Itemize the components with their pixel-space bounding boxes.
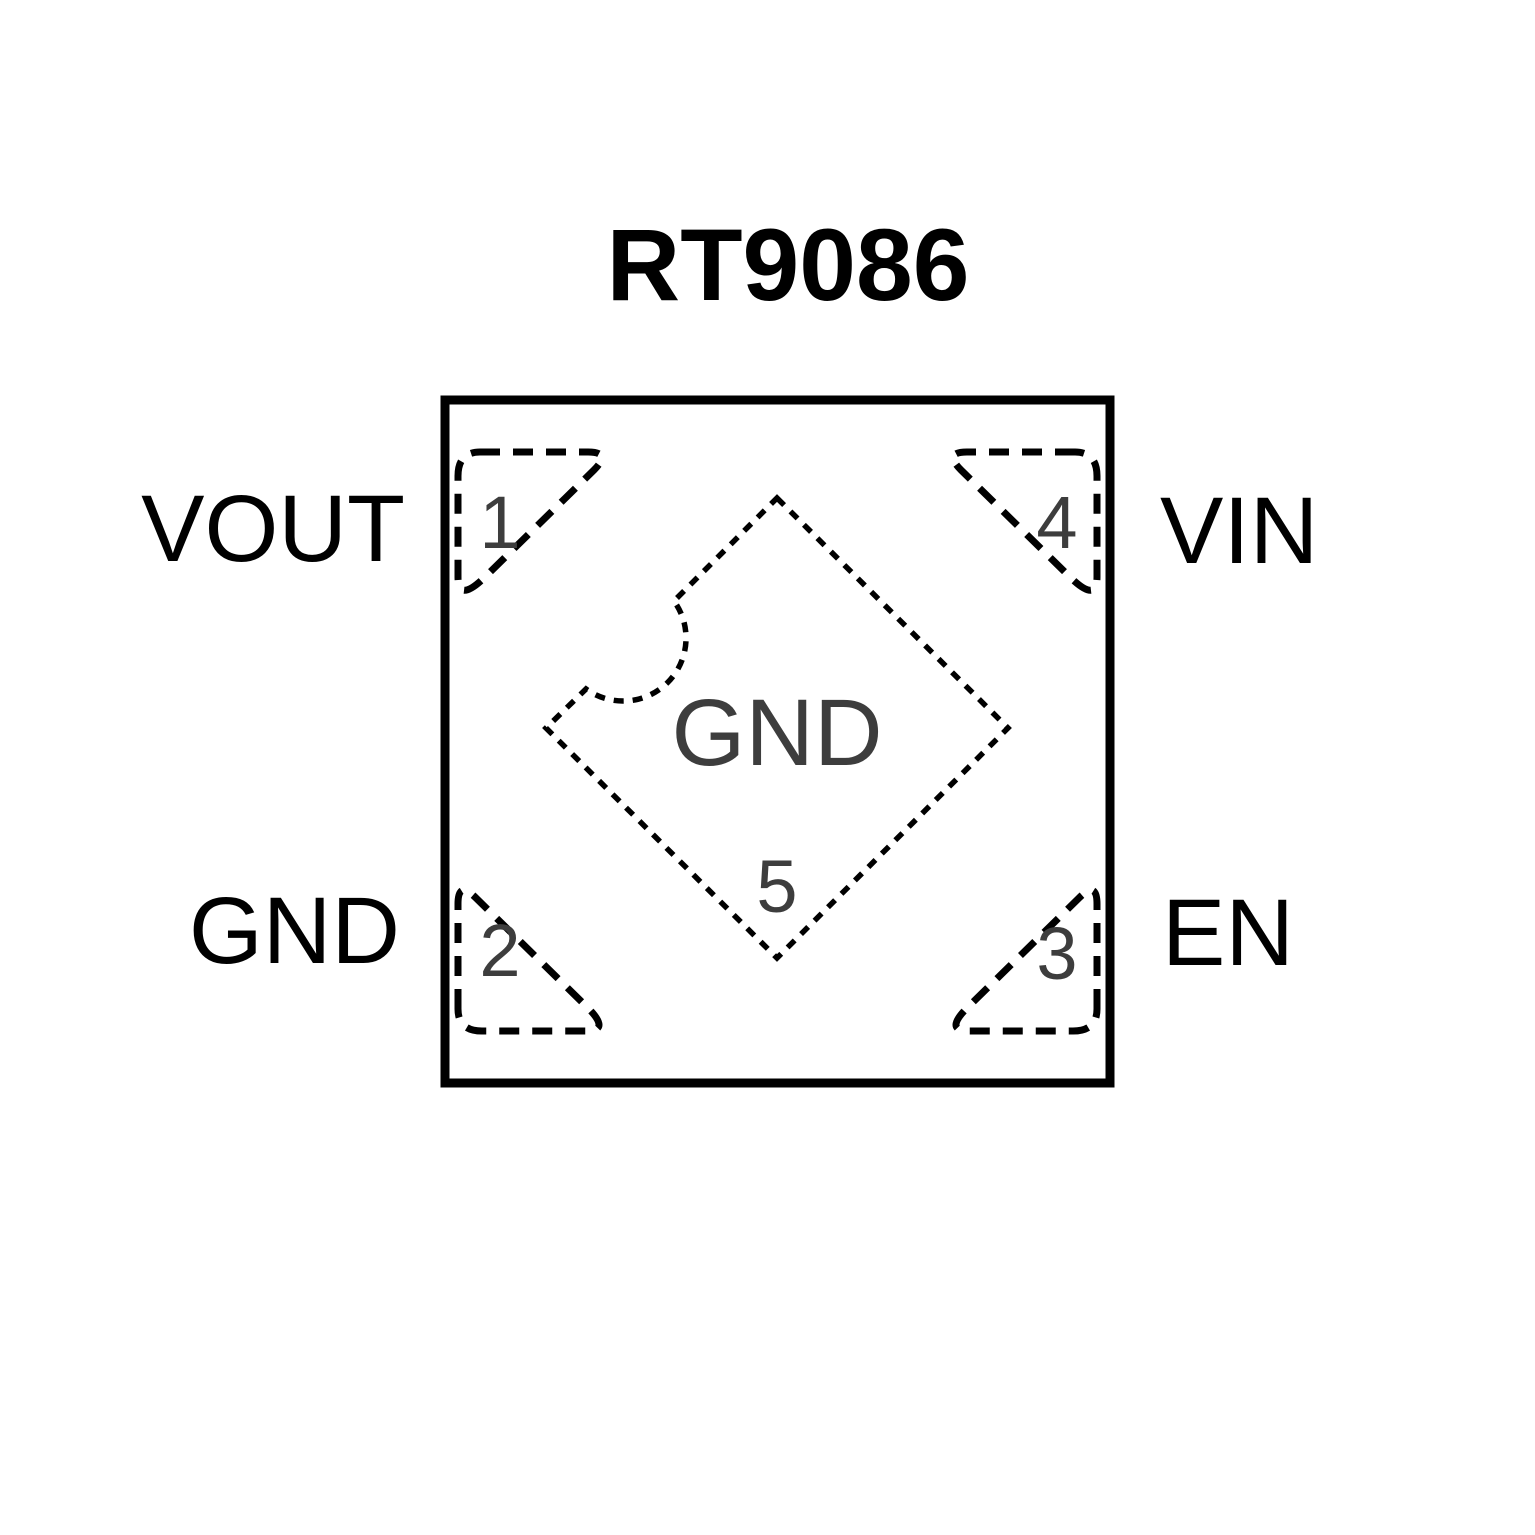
chip-title: RT9086 [607,208,970,322]
pin4-number: 4 [1036,481,1077,564]
pin3-label: EN [1162,880,1294,986]
exposed-pad-outline [542,494,1012,962]
pin3-pad-outline [952,886,1101,1035]
exposed-pad-number: 5 [756,845,797,928]
pin2-label: GND [189,878,400,984]
package-outline [440,395,1115,1088]
pin1-label: VOUT [141,476,405,582]
exposed-pad-label: GND [671,680,882,786]
pin1-number: 1 [479,481,520,564]
pin1-pad-outline [454,448,606,594]
pin2-number: 2 [479,909,520,992]
pin2-pad-outline [454,886,603,1035]
pin4-label: VIN [1160,478,1318,584]
pin3-number: 3 [1036,912,1077,995]
pin4-pad-outline [949,448,1101,594]
